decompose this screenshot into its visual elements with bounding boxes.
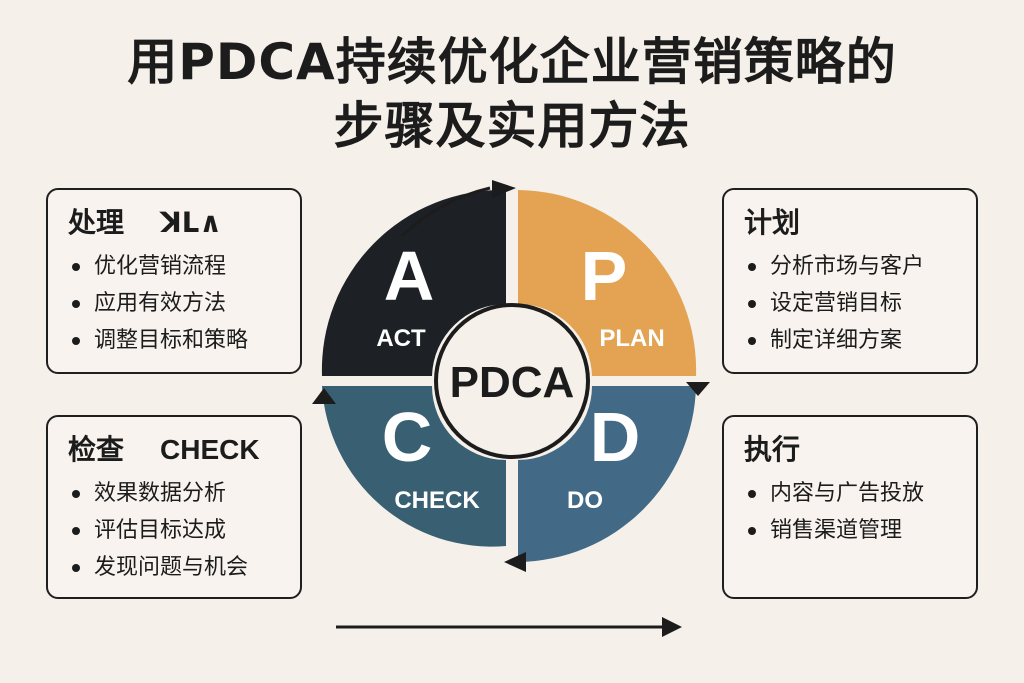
page-title: 用PDCA持续优化企业营销策略的 步骤及实用方法 [0,30,1024,158]
act-card-header: 处理 ꓘᒪ∧ [68,206,300,240]
act-letter: A [384,237,435,315]
plan-card-list: 分析市场与客户 设定营销目标 制定详细方案 [744,248,976,359]
act-card-title-en: ꓘᒪ∧ [160,207,222,238]
plan-letter: P [581,237,628,315]
check-letter: C [382,398,433,476]
act-card-item: 应用有效方法 [68,285,300,322]
check-card-item: 发现问题与机会 [68,549,300,586]
center-circle [434,303,590,459]
plan-card-header: 计划 [744,206,976,240]
plan-card-item: 分析市场与客户 [744,248,976,285]
act-card-list: 优化营销流程 应用有效方法 调整目标和策略 [68,248,300,359]
pdca-cycle-diagram: PDCA A ACT P PLAN C CHECK D DO [312,180,710,572]
title-line-1: 用PDCA持续优化企业营销策略的 [127,33,897,91]
check-quadrant [322,386,506,547]
title-line-2: 步骤及实用方法 [333,97,691,155]
cycle-arrowhead-right [686,382,710,396]
do-quadrant [518,386,696,562]
check-card-title: 检查 [68,433,125,466]
do-card-title: 执行 [744,433,801,466]
plan-card-item: 设定营销目标 [744,285,976,322]
check-card-item: 效果数据分析 [68,475,300,512]
plan-card: 计划 分析市场与客户 设定营销目标 制定详细方案 [722,188,978,374]
check-card-item: 评估目标达成 [68,512,300,549]
act-quadrant [321,189,506,376]
check-card-header: 检查 CHECK [68,433,300,467]
do-card: 执行 内容与广告投放 销售渠道管理 [722,415,978,599]
do-card-item: 销售渠道管理 [744,512,976,549]
cycle-arrowhead-bottom [504,552,526,572]
check-card-title-en: CHECK [160,434,260,465]
act-card: 处理 ꓘᒪ∧ 优化营销流程 应用有效方法 调整目标和策略 [46,188,302,374]
bottom-arrow-icon [336,617,682,637]
check-card: 检查 CHECK 效果数据分析 评估目标达成 发现问题与机会 [46,415,302,599]
do-word: DO [567,487,603,514]
act-card-item: 优化营销流程 [68,248,300,285]
cycle-arrowhead-top [492,180,516,198]
do-letter: D [590,398,641,476]
plan-card-title: 计划 [744,206,801,239]
do-card-list: 内容与广告投放 销售渠道管理 [744,475,976,549]
act-card-title: 处理 [68,206,125,239]
plan-word: PLAN [599,325,664,352]
cycle-arc-arrow-top [400,186,491,238]
cycle-arrowhead-left [312,388,336,404]
do-card-header: 执行 [744,433,976,467]
act-card-item: 调整目标和策略 [68,322,300,359]
bottom-arrow-head [662,617,682,637]
do-card-item: 内容与广告投放 [744,475,976,512]
plan-card-item: 制定详细方案 [744,322,976,359]
check-word: CHECK [394,487,480,514]
center-label: PDCA [450,358,575,407]
check-card-list: 效果数据分析 评估目标达成 发现问题与机会 [68,475,300,586]
act-word: ACT [376,325,426,352]
plan-quadrant [518,190,697,376]
